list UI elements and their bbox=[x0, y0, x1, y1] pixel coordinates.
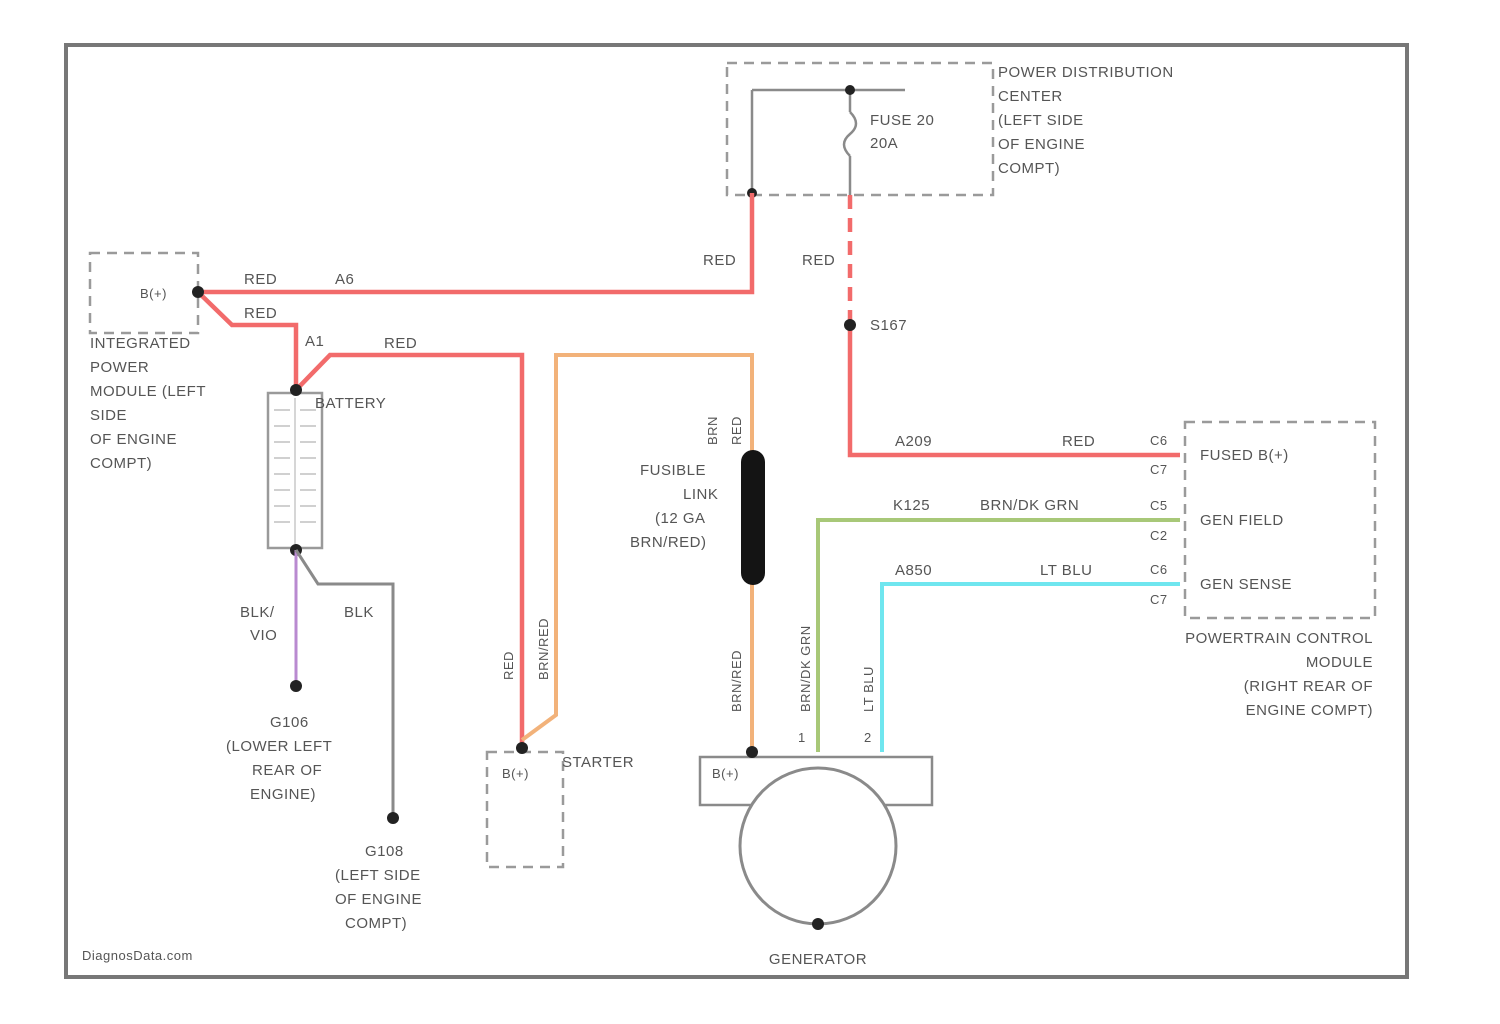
pcm-title-line2: MODULE bbox=[1306, 654, 1373, 671]
pcm-gen-field-label: GEN FIELD bbox=[1200, 512, 1284, 529]
splice-s167-dot bbox=[844, 319, 856, 331]
fusible-link-label-1: FUSIBLE bbox=[640, 462, 706, 479]
watermark: DiagnosData.com bbox=[82, 948, 193, 963]
pcm-title-line3: (RIGHT REAR OF bbox=[1244, 678, 1373, 695]
battery-label: BATTERY bbox=[315, 395, 386, 412]
fuse-label-line2: 20A bbox=[870, 135, 898, 152]
wire-blk-label: BLK bbox=[344, 604, 374, 621]
wire-gen-lt-blu-vertical: LT BLU bbox=[861, 666, 876, 712]
pdc-bus-dot bbox=[845, 85, 855, 95]
wire-fusible-top-brn: BRN bbox=[705, 416, 720, 445]
pdc-box bbox=[727, 63, 993, 195]
g106-desc-2: REAR OF bbox=[252, 762, 322, 779]
generator: B(+) 1 2 GENERATOR bbox=[700, 730, 932, 968]
ipm-title-line2: POWER bbox=[90, 359, 149, 376]
integrated-power-module: B(+) INTEGRATED POWER MODULE (LEFT SIDE … bbox=[90, 253, 206, 472]
wire-a6-circuit-label: A6 bbox=[335, 271, 354, 288]
pdc-title-line4: OF ENGINE bbox=[998, 136, 1085, 153]
starter: B(+) STARTER bbox=[487, 742, 634, 867]
g106-id: G106 bbox=[270, 714, 309, 731]
ipm-title-line3: MODULE (LEFT bbox=[90, 383, 206, 400]
wire-a850-circuit-label: A850 bbox=[895, 562, 932, 579]
pcm-pin-c7-b: C7 bbox=[1150, 592, 1168, 607]
wire-fusible-bottom-vertical: BRN/RED bbox=[729, 650, 744, 712]
g108-desc-3: COMPT) bbox=[345, 915, 407, 932]
pcm-pin-c6-a: C6 bbox=[1150, 433, 1168, 448]
fusible-link-label-2: LINK bbox=[683, 486, 718, 503]
wire-k125-circuit-label: K125 bbox=[893, 497, 930, 514]
fusible-link-label-4: BRN/RED) bbox=[630, 534, 707, 551]
wire-fusible-top-red: RED bbox=[729, 416, 744, 445]
generator-b-plus-dot bbox=[746, 746, 758, 758]
wire-a850-color-label: LT BLU bbox=[1040, 562, 1092, 579]
starter-b-plus-dot bbox=[516, 742, 528, 754]
pcm-title-line4: ENGINE COMPT) bbox=[1246, 702, 1373, 719]
wire-pdc-color-label: RED bbox=[703, 252, 736, 269]
wire-a6-color-label: RED bbox=[244, 271, 277, 288]
generator-label: GENERATOR bbox=[769, 951, 867, 968]
pcm-gen-sense-label: GEN SENSE bbox=[1200, 576, 1292, 593]
pdc-title-line5: COMPT) bbox=[998, 160, 1060, 177]
pdc-title-line2: CENTER bbox=[998, 88, 1063, 105]
ipm-title-line4: SIDE bbox=[90, 407, 127, 424]
starter-connector-label: B(+) bbox=[502, 766, 529, 781]
g108-desc-2: OF ENGINE bbox=[335, 891, 422, 908]
wire-a6-red bbox=[198, 193, 752, 292]
wire-k125-color-label: BRN/DK GRN bbox=[980, 497, 1079, 514]
ground-wires: BLK/ VIO BLK G106 (LOWER LEFT REAR OF EN… bbox=[226, 550, 422, 932]
pcm-pin-c2: C2 bbox=[1150, 528, 1168, 543]
ipm-title-line5: OF ENGINE bbox=[90, 431, 177, 448]
wire-battery-starter-red bbox=[296, 355, 522, 748]
wire-a850-lt-blu bbox=[882, 584, 1180, 752]
g106-desc-1: (LOWER LEFT bbox=[226, 738, 332, 755]
pcm-pin-c5: C5 bbox=[1150, 498, 1168, 513]
fuse-20-symbol bbox=[844, 112, 856, 156]
fusible-link: FUSIBLE LINK (12 GA BRN/RED) bbox=[630, 450, 765, 585]
starter-label: STARTER bbox=[562, 754, 634, 771]
wire-a1-circuit-label: A1 bbox=[305, 333, 324, 350]
pdc-title-line1: POWER DISTRIBUTION bbox=[998, 64, 1174, 81]
wire-a1-color-label: RED bbox=[244, 305, 277, 322]
splice-s167-label: S167 bbox=[870, 317, 907, 334]
battery: BATTERY bbox=[268, 384, 386, 556]
generator-connector-label: B(+) bbox=[712, 766, 739, 781]
generator-ground-dot bbox=[812, 918, 824, 930]
wire-battery-starter-color-label: RED bbox=[384, 335, 417, 352]
powertrain-control-module: C6 C7 C5 C2 C6 C7 FUSED B(+) GEN FIELD G… bbox=[1150, 422, 1375, 719]
pcm-signal-wires: K125 BRN/DK GRN A850 LT BLU BRN/DK GRN L… bbox=[798, 497, 1180, 752]
generator-pin-2: 2 bbox=[864, 730, 872, 745]
pdc-title-line3: (LEFT SIDE bbox=[998, 112, 1084, 129]
battery-positive-dot bbox=[290, 384, 302, 396]
wire-blk-vio-label-1: BLK/ bbox=[240, 604, 275, 621]
pcm-title-line1: POWERTRAIN CONTROL bbox=[1185, 630, 1373, 647]
pcm-pin-c6-b: C6 bbox=[1150, 562, 1168, 577]
ipm-title-line1: INTEGRATED bbox=[90, 335, 191, 352]
ipm-title-line6: COMPT) bbox=[90, 455, 152, 472]
ipm-b-plus-dot bbox=[192, 286, 204, 298]
wire-blk-vio-label-2: VIO bbox=[250, 627, 277, 644]
wire-a209-circuit-label: A209 bbox=[895, 433, 932, 450]
ipm-connector-label: B(+) bbox=[140, 286, 167, 301]
pcm-fused-b-label: FUSED B(+) bbox=[1200, 447, 1289, 464]
fusible-link-label-3: (12 GA bbox=[655, 510, 706, 527]
brn-red-wires: RED BRN/RED BRN RED BRN/RED bbox=[501, 355, 752, 752]
power-distribution-center: FUSE 20 20A POWER DISTRIBUTION CENTER (L… bbox=[727, 63, 1174, 198]
pcm-pin-c7-a: C7 bbox=[1150, 462, 1168, 477]
wire-fuse-out-color-label: RED bbox=[802, 252, 835, 269]
generator-body bbox=[740, 768, 896, 924]
g106-desc-3: ENGINE) bbox=[250, 786, 316, 803]
g108-dot bbox=[387, 812, 399, 824]
wire-gen-brn-grn-vertical: BRN/DK GRN bbox=[798, 625, 813, 712]
wire-a209-color-label: RED bbox=[1062, 433, 1095, 450]
wire-starter-brn-red-vertical: BRN/RED bbox=[536, 618, 551, 680]
g106-dot bbox=[290, 680, 302, 692]
fuse-label-line1: FUSE 20 bbox=[870, 112, 934, 129]
wire-k125-brn-dk-grn bbox=[818, 520, 1180, 752]
g108-id: G108 bbox=[365, 843, 404, 860]
wire-starter-red-vertical: RED bbox=[501, 651, 516, 680]
fusible-link-body bbox=[741, 450, 765, 585]
generator-pin-1: 1 bbox=[798, 730, 806, 745]
g108-desc-1: (LEFT SIDE bbox=[335, 867, 421, 884]
